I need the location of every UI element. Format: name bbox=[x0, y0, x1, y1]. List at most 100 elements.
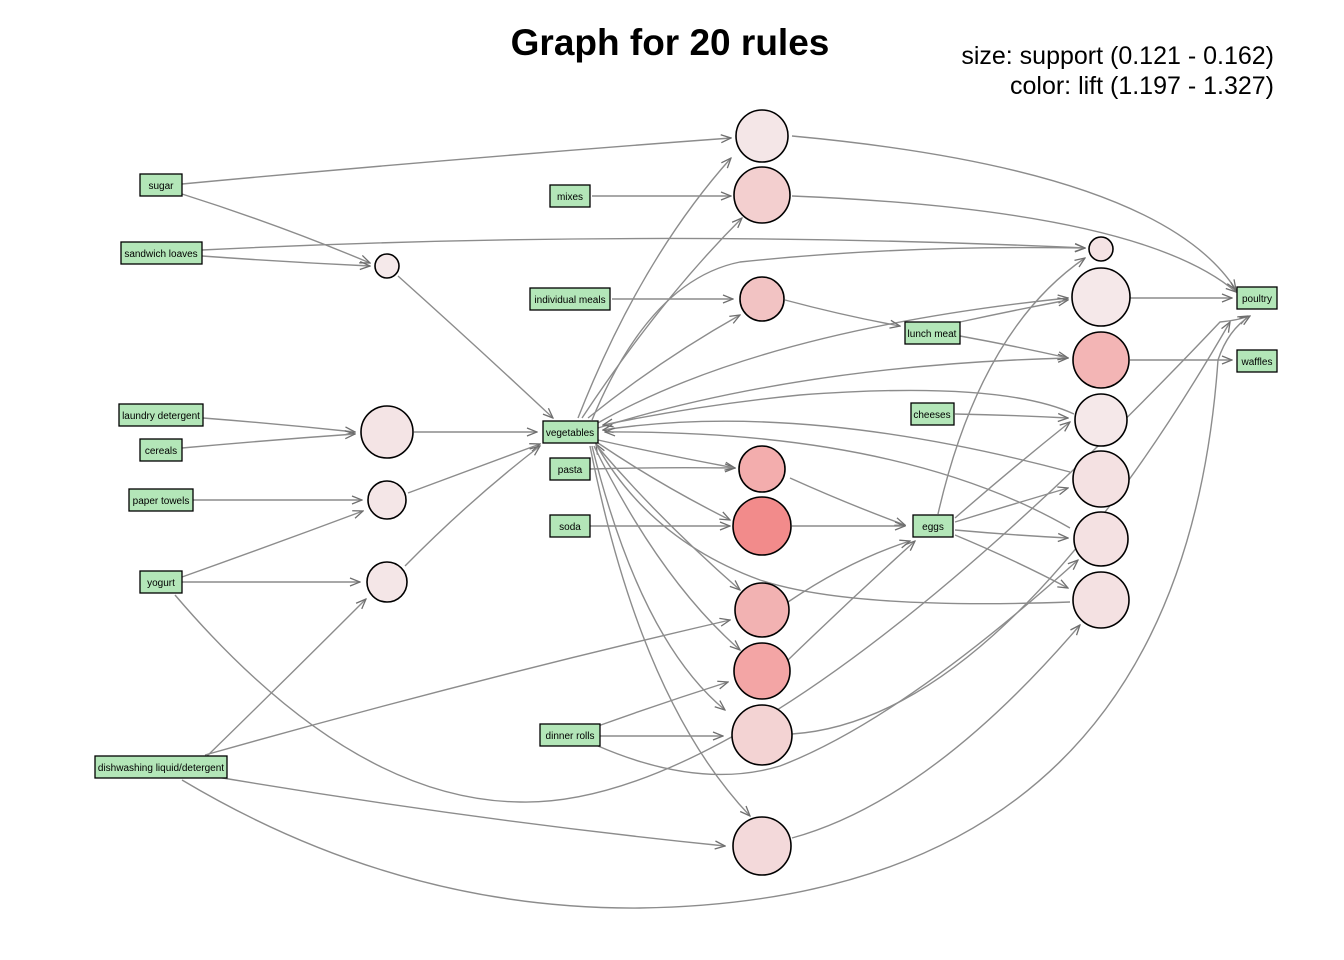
rule-node bbox=[739, 276, 785, 322]
edge bbox=[593, 445, 740, 650]
edge bbox=[787, 541, 915, 661]
rule-node bbox=[732, 816, 792, 876]
edge bbox=[591, 445, 725, 710]
edge bbox=[181, 434, 355, 449]
edge bbox=[591, 248, 1085, 421]
item-node-individual-meals: individual meals bbox=[529, 287, 611, 311]
edge bbox=[954, 422, 1070, 519]
edge bbox=[954, 488, 1068, 523]
item-box bbox=[549, 184, 591, 208]
item-box bbox=[1236, 286, 1278, 310]
edge bbox=[202, 599, 366, 761]
item-label: sandwich loaves bbox=[124, 249, 197, 260]
item-box bbox=[549, 457, 591, 481]
item-box bbox=[1236, 349, 1278, 373]
item-node-waffles: waffles bbox=[1236, 349, 1278, 373]
edge bbox=[587, 315, 740, 419]
item-label: sugar bbox=[148, 181, 174, 192]
item-node-cereals: cereals bbox=[139, 438, 183, 462]
item-label: cheeses bbox=[913, 410, 950, 421]
graph-title: Graph for 20 rules bbox=[511, 22, 830, 63]
item-box bbox=[904, 321, 961, 345]
item-node-soda: soda bbox=[549, 514, 591, 538]
item-box bbox=[910, 402, 955, 426]
edge bbox=[397, 275, 553, 418]
edge bbox=[597, 682, 728, 727]
edge bbox=[954, 414, 1068, 418]
item-node-sandwich-loaves: sandwich loaves bbox=[120, 241, 203, 265]
item-node-vegetables: vegetables bbox=[542, 420, 599, 444]
item-box bbox=[139, 438, 183, 462]
edge bbox=[791, 135, 1236, 290]
edge bbox=[603, 389, 1075, 425]
item-node-mixes: mixes bbox=[549, 184, 591, 208]
edge bbox=[404, 446, 540, 567]
edge bbox=[577, 158, 731, 419]
item-label: pasta bbox=[558, 465, 583, 476]
item-box bbox=[139, 570, 183, 594]
edge bbox=[202, 417, 355, 432]
edge bbox=[204, 620, 730, 756]
rule-node bbox=[734, 582, 790, 638]
edge bbox=[181, 193, 370, 263]
edge bbox=[791, 625, 1080, 839]
item-label: vegetables bbox=[546, 428, 594, 439]
edge bbox=[201, 255, 370, 266]
rule-node bbox=[1072, 331, 1130, 389]
edge bbox=[174, 316, 1248, 803]
item-box bbox=[542, 420, 599, 444]
edge bbox=[791, 322, 1230, 735]
rule-node bbox=[733, 642, 791, 700]
item-node-pasta: pasta bbox=[549, 457, 591, 481]
item-node-yogurt: yogurt bbox=[139, 570, 183, 594]
item-node-paper-towels: paper towels bbox=[128, 488, 194, 512]
rule-node bbox=[731, 704, 793, 766]
item-node-sugar: sugar bbox=[139, 173, 183, 197]
rule-node bbox=[732, 496, 792, 556]
item-label: mixes bbox=[557, 192, 583, 203]
edge bbox=[954, 529, 1068, 538]
item-label: soda bbox=[559, 522, 581, 533]
item-node-cheeses: cheeses bbox=[910, 402, 955, 426]
rule-node bbox=[1073, 511, 1129, 567]
rule-node bbox=[1072, 571, 1130, 629]
edge bbox=[597, 560, 1078, 776]
edge bbox=[597, 439, 735, 468]
item-box bbox=[529, 287, 611, 311]
item-box bbox=[120, 241, 203, 265]
item-label: dinner rolls bbox=[546, 731, 595, 742]
item-label: eggs bbox=[922, 522, 944, 533]
edge bbox=[597, 442, 730, 520]
item-label: lunch meat bbox=[908, 329, 957, 340]
edge bbox=[181, 316, 1250, 909]
rule-node bbox=[1088, 236, 1114, 262]
rule-node bbox=[367, 480, 407, 520]
edge bbox=[959, 300, 1068, 323]
edge bbox=[581, 218, 742, 419]
edge bbox=[181, 511, 363, 578]
item-box bbox=[118, 403, 204, 427]
item-nodes: sugar sandwich loaves laundry detergent … bbox=[94, 173, 1278, 779]
edge bbox=[605, 432, 1071, 529]
item-label: individual meals bbox=[534, 295, 605, 306]
edge bbox=[204, 774, 725, 846]
edge bbox=[589, 445, 750, 816]
edge bbox=[787, 541, 910, 603]
rule-node bbox=[1072, 450, 1130, 508]
item-label: waffles bbox=[1241, 357, 1273, 368]
rule-node bbox=[360, 405, 414, 459]
legend-color: color: lift (1.197 - 1.327) bbox=[1010, 72, 1274, 100]
rule-node bbox=[735, 109, 789, 163]
item-label: paper towels bbox=[133, 496, 190, 507]
item-box bbox=[549, 514, 591, 538]
item-box bbox=[139, 173, 183, 197]
edge bbox=[784, 299, 900, 326]
item-label: dishwashing liquid/detergent bbox=[98, 763, 224, 774]
item-node-eggs: eggs bbox=[912, 514, 954, 538]
edge bbox=[791, 195, 1236, 292]
rule-node bbox=[738, 445, 786, 493]
item-node-laundry-detergent: laundry detergent bbox=[118, 403, 204, 427]
item-box bbox=[539, 723, 601, 747]
rule-node bbox=[374, 253, 400, 279]
edge bbox=[596, 444, 1071, 605]
